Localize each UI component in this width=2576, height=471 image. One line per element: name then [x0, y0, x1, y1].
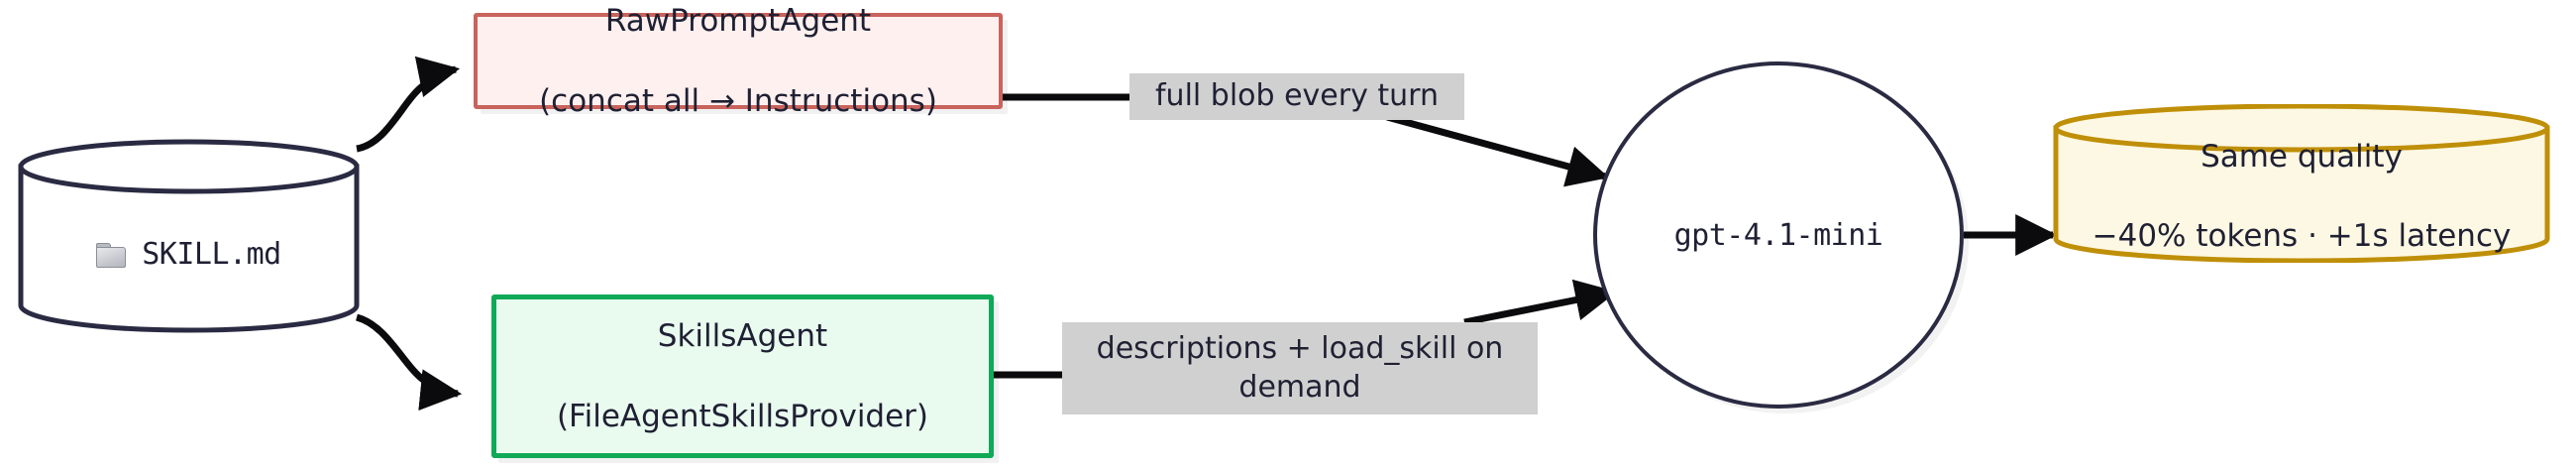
node-raw-prompt-agent[interactable]: RawPromptAgent (concat all → Instruction…: [474, 3, 1003, 119]
skill-file-name: SKILL.md: [142, 237, 281, 273]
node-skill-store[interactable]: SKILL.md: [18, 139, 360, 333]
skill-store-label: SKILL.md: [96, 195, 281, 277]
result-line-2: −40% tokens · +1s latency: [2092, 218, 2512, 255]
node-result[interactable]: Same quality −40% tokens · +1s latency: [2053, 104, 2550, 263]
edge-label-full-blob: full blob every turn: [1129, 73, 1464, 120]
edge-label-to-model-upper: [1386, 113, 1610, 187]
edge-label-descriptions-load-skill: descriptions + load_skill on demand: [1062, 322, 1538, 414]
skills-agent-label: SkillsAgent (FileAgentSkillsProvider): [557, 277, 928, 471]
node-model[interactable]: gpt-4.1-mini: [1593, 61, 1964, 409]
raw-prompt-agent-label: RawPromptAgent (concat all → Instruction…: [539, 0, 937, 161]
raw-prompt-agent-subtitle: (concat all → Instructions): [539, 82, 937, 119]
folder-icon: [96, 242, 127, 268]
edge-skill-to-skillsagent: [355, 313, 463, 412]
edge-label-full-blob-text: full blob every turn: [1155, 78, 1439, 114]
edge-label-to-model-lower: [1463, 279, 1618, 326]
skills-agent-subtitle: (FileAgentSkillsProvider): [556, 398, 929, 434]
raw-prompt-agent-title: RawPromptAgent: [604, 3, 872, 40]
cylinder-shape-result: [2053, 104, 2550, 263]
model-label: gpt-4.1-mini: [1673, 217, 1883, 253]
node-skills-agent[interactable]: SkillsAgent (FileAgentSkillsProvider): [491, 294, 994, 458]
cylinder-shape-skill: [18, 139, 360, 333]
edge-skill-to-rawprompt: [356, 56, 461, 153]
result-label: Same quality −40% tokens · +1s latency: [2093, 70, 2512, 295]
edge-label-descriptions-text: descriptions + load_skill on demand: [1096, 331, 1504, 405]
result-line-1: Same quality: [2200, 138, 2403, 175]
skills-agent-title: SkillsAgent: [657, 318, 828, 355]
